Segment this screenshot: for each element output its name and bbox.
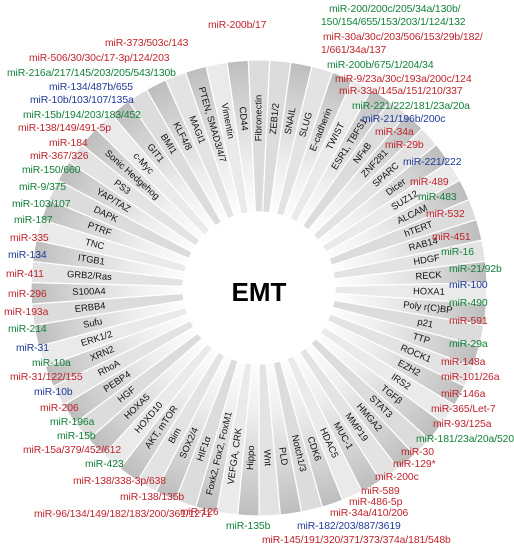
mirna-label: miR-15b xyxy=(57,431,96,442)
mirna-label: miR-134 xyxy=(8,250,47,261)
ring-gene-label: S100A4 xyxy=(72,285,106,297)
mirna-label: 150/154/655/153/203/1/124/132 xyxy=(321,17,466,28)
mirna-label: miR-21/196b/200c xyxy=(362,114,446,125)
mirna-label: miR-21/92b xyxy=(449,264,502,275)
mirna-label: 1/661/34a/137 xyxy=(321,45,387,56)
ring-gene-label: ERBB4 xyxy=(74,300,106,315)
center-circle xyxy=(183,212,335,364)
mirna-label: miR-196a xyxy=(50,417,95,428)
mirna-label: miR-16 xyxy=(441,247,474,258)
mirna-label: miR-31/122/155 xyxy=(10,372,83,383)
ring-gene-label: RECK xyxy=(415,269,443,282)
mirna-label: miR-103/107 xyxy=(12,199,71,210)
mirna-label: miR-216a/217/145/203/205/543/130b xyxy=(7,68,176,79)
mirna-label: miR-184 xyxy=(49,138,88,149)
ring-gene-label: PLD xyxy=(277,446,290,466)
mirna-label: miR-335 xyxy=(10,233,49,244)
ring-gene-label: ITGB1 xyxy=(77,252,106,267)
mirna-label: miR-9/375 xyxy=(19,182,67,193)
mirna-label: miR-148a xyxy=(441,357,486,368)
mirna-label: miR-532 xyxy=(426,209,465,220)
ring-gene-label: Fibronectin xyxy=(252,95,263,141)
mirna-label: miR-206 xyxy=(40,403,79,414)
mirna-label: miR-96/134/149/182/183/200/361/1271 xyxy=(34,509,212,520)
mirna-label: miR-138/135b xyxy=(120,492,185,503)
ring-gene-label: TNC xyxy=(84,236,106,252)
mirna-label: miR-145/191/320/371/373/374a/181/548b xyxy=(262,535,451,546)
ring-gene-label: Hippo xyxy=(244,445,256,470)
mirna-label: miR-411 xyxy=(6,269,44,280)
mirna-label: miR-296 xyxy=(8,289,47,300)
ring-gene-label: CD44 xyxy=(237,106,250,131)
ring-segments xyxy=(30,59,488,517)
mirna-label: miR-221/222 xyxy=(403,157,462,168)
mirna-label: miR-129* xyxy=(393,459,436,470)
mirna-label: miR-483 xyxy=(418,192,457,203)
mirna-label: miR-15a/379/452/612 xyxy=(23,445,122,456)
ring-gene-label: SNAIL xyxy=(282,106,298,135)
mirna-label: miR-29a xyxy=(449,339,488,350)
mirna-label: miR-138/149/491-5p xyxy=(18,123,111,134)
mirna-label: miR-589 xyxy=(361,486,400,497)
ring-gene-label: HOXA1 xyxy=(413,285,445,297)
mirna-label: miR-29b xyxy=(385,140,424,151)
mirna-label: miR-10b xyxy=(34,387,73,398)
center-label: EMT xyxy=(232,277,287,307)
mirna-label: miR-221/222/181/23a/20a xyxy=(352,101,470,112)
ring-gene-label: Sufu xyxy=(82,315,103,330)
mirna-label: miR-490 xyxy=(449,298,488,309)
mirna-label: miR-200c xyxy=(375,472,419,483)
mirna-label: miR-10b/103/107/135a xyxy=(30,95,134,106)
mirna-label: miR-135b xyxy=(226,521,271,532)
mirna-label: miR-182/203/887/3619 xyxy=(297,521,401,532)
mirna-label: miR-373/503c/143 xyxy=(105,38,189,49)
mirna-label: miR-200b/17 xyxy=(208,20,267,31)
mirna-label: miR-33a/145a/151/210/337 xyxy=(339,86,463,97)
mirna-label: miR-134/487b/655 xyxy=(49,82,133,93)
mirna-label: miR-138/338-3p/638 xyxy=(73,476,166,487)
mirna-label: miR-34a/410/206 xyxy=(330,508,409,519)
mirna-label: miR-126 xyxy=(180,507,219,518)
mirna-label: miR-193a xyxy=(4,307,49,318)
mirna-label: miR-150/660 xyxy=(22,165,81,176)
mirna-label: miR-489 xyxy=(410,177,449,188)
mirna-label: miR-181/23a/20a/520f xyxy=(416,434,514,445)
ring-gene-label: ZEB1/2 xyxy=(267,103,281,135)
mirna-label: miR-30a/30c/203/506/153/29b/182/ xyxy=(323,32,483,43)
mirna-label: miR-100 xyxy=(449,280,488,291)
mirna-label: miR-34a xyxy=(375,127,414,138)
ring-gene-label: HDGF xyxy=(413,252,441,267)
mirna-label: miR-486-5p xyxy=(349,497,403,508)
mirna-label: miR-365/Let-7 xyxy=(431,404,496,415)
mirna-label: miR-200b/675/1/204/34 xyxy=(327,60,434,71)
ring-gene-label: Wnt xyxy=(262,449,274,467)
mirna-label: miR-15b/194/203/183/452 xyxy=(23,110,141,121)
mirna-label: miR-101/26a xyxy=(441,372,500,383)
mirna-label: miR-451 xyxy=(432,232,471,243)
mirna-label: miR-9/23a/30c/193a/200c/124 xyxy=(335,74,472,85)
mirna-label: miR-30 xyxy=(401,447,434,458)
mirna-label: miR-10a xyxy=(32,358,71,369)
ring-gene-label: GRB2/Ras xyxy=(67,268,113,282)
mirna-label: miR-187 xyxy=(14,215,53,226)
mirna-label: miR-200/200c/205/34a/130b/ xyxy=(329,4,461,15)
ring-gene-label: p21 xyxy=(417,316,435,330)
mirna-label: miR-367/326 xyxy=(30,151,89,162)
mirna-label: miR-506/30/30c/17-3p/124/203 xyxy=(29,53,170,64)
mirna-label: miR-423 xyxy=(85,459,124,470)
mirna-label: miR-93/125a xyxy=(433,419,492,430)
ring-gene-label: TTP xyxy=(411,330,431,346)
mirna-label: miR-146a xyxy=(441,389,486,400)
mirna-label: miR-31 xyxy=(16,343,49,354)
mirna-label: miR-214 xyxy=(8,324,47,335)
mirna-label: miR-591 xyxy=(449,316,488,327)
